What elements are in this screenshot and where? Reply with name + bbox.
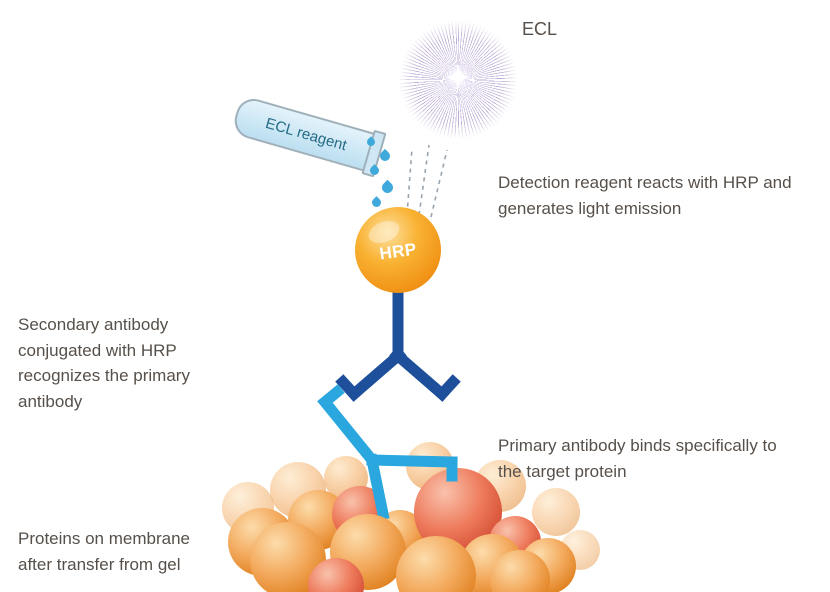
detection-caption: Detection reagent reacts with HRP and ge… [498, 173, 792, 218]
light-star-icon: ✦ [443, 59, 473, 98]
protein-spheres-front [250, 514, 550, 592]
ecl-label: ECL [522, 19, 558, 39]
primary-antibody [317, 384, 458, 521]
ecl-light-burst-icon: ✦ [398, 20, 518, 140]
proteins-caption: Proteins on membrane after transfer from… [18, 529, 190, 574]
protein-sphere [414, 468, 502, 556]
primary-antibody-caption: Primary antibody binds specifically to t… [498, 436, 777, 481]
protein-sphere [532, 488, 580, 536]
protein-sphere [308, 558, 364, 592]
protein-sphere [250, 522, 326, 592]
protein-sphere [396, 536, 476, 592]
light-emission-dashes-icon [406, 144, 448, 218]
hrp-sphere: HRP [355, 207, 441, 293]
secondary-antibody-caption: Secondary antibody conjugated with HRP r… [18, 315, 190, 411]
protein-sphere [490, 550, 550, 592]
secondary-antibody [335, 283, 461, 402]
